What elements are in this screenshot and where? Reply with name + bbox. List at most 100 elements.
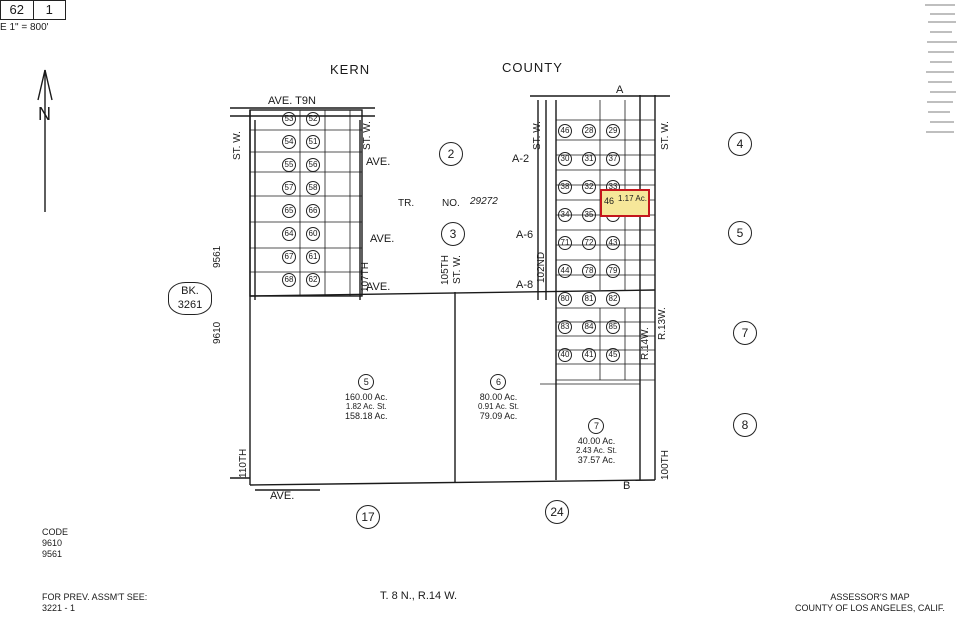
block-circle-5: 5 xyxy=(728,221,752,245)
parcel-number-46: 46 xyxy=(558,124,572,138)
block-circle-24: 24 xyxy=(545,500,569,524)
parcel-5-num: 5 xyxy=(358,374,375,390)
highlighted-parcel[interactable]: 46 1.17 Ac. xyxy=(600,189,650,217)
parcel-number-32: 32 xyxy=(582,180,596,194)
book-label: BK. xyxy=(181,285,199,297)
street-105th-sw: ST. W. xyxy=(452,255,463,284)
parcel-number-35: 35 xyxy=(582,208,596,222)
parcel-number-31: 31 xyxy=(582,152,596,166)
street-st-w-left-inner: ST. W. xyxy=(362,121,373,150)
range-r13w: R.13W. xyxy=(657,307,668,340)
north-arrow-head xyxy=(37,69,53,101)
book-number: 3261 xyxy=(177,299,203,311)
highlighted-parcel-acres: 1.17 Ac. xyxy=(618,194,647,203)
left-code-top: 9561 xyxy=(212,245,223,268)
parcel-number-44: 44 xyxy=(558,264,572,278)
street-110th: 110TH xyxy=(238,448,249,478)
street-107th: 107TH xyxy=(360,261,371,292)
section-letter-a: A xyxy=(616,84,624,96)
section-a2: A-2 xyxy=(512,153,530,165)
parcel-number-83: 83 xyxy=(558,320,572,334)
code-9610: 9610 xyxy=(42,538,63,548)
block-circle-17: 17 xyxy=(356,505,380,529)
sheet-number-box: 62 1 xyxy=(0,0,66,20)
block-circle-4: 4 xyxy=(728,132,752,156)
parcel-number-72: 72 xyxy=(582,236,596,250)
street-st-w-far-right: ST. W. xyxy=(660,121,671,150)
assessor-line2: COUNTY OF LOS ANGELES, CALIF. xyxy=(795,603,945,613)
parcel-number-28: 28 xyxy=(582,124,596,138)
parcel-number-37: 37 xyxy=(606,152,620,166)
assessor-title: ASSESSOR'S MAP COUNTY OF LOS ANGELES, CA… xyxy=(790,592,950,614)
street-ave-mid: AVE. xyxy=(366,156,391,168)
parcel-number-85: 85 xyxy=(606,320,620,334)
parcel-number-58: 58 xyxy=(306,181,320,195)
code-title: CODE xyxy=(42,527,69,537)
parcel-number-34: 34 xyxy=(558,208,572,222)
parcel-number-53: 53 xyxy=(282,112,296,126)
parcel-number-38: 38 xyxy=(558,180,572,194)
parcel-7-acres: 40.00 Ac. xyxy=(577,436,616,446)
assessor-line1: ASSESSOR'S MAP xyxy=(830,592,910,602)
parcel-number-56: 56 xyxy=(306,158,320,172)
range-r14w: R.14W. xyxy=(640,327,651,360)
street-ave-bottom: AVE. xyxy=(366,281,391,293)
parcel-number-57: 57 xyxy=(282,181,296,195)
parcel-6: 6 80.00 Ac. 0.91 Ac. St. 79.09 Ac. xyxy=(478,374,519,421)
parcel-6-num: 6 xyxy=(490,374,507,390)
parcel-7: 7 40.00 Ac. 2.43 Ac. St. 37.57 Ac. xyxy=(576,418,617,465)
parcel-number-52: 52 xyxy=(306,112,320,126)
block-circle-8: 8 xyxy=(733,413,757,437)
section-a6: A-6 xyxy=(516,229,534,241)
street-105th: 105TH xyxy=(440,254,451,285)
parcel-number-41: 41 xyxy=(582,348,596,362)
parcel-number-67: 67 xyxy=(282,250,296,264)
south-road xyxy=(249,479,656,486)
parcel-number-62: 62 xyxy=(306,273,320,287)
left-code-bottom: 9610 xyxy=(212,321,223,344)
parcel-5-net: 158.18 Ac. xyxy=(345,411,388,421)
block-circle-2: 2 xyxy=(439,142,463,166)
parcel-number-65: 65 xyxy=(282,204,296,218)
code-9561: 9561 xyxy=(42,549,63,559)
county-label-left: KERN xyxy=(330,62,371,77)
parcel-number-60: 60 xyxy=(306,227,320,241)
parcel-number-43: 43 xyxy=(606,236,620,250)
parcel-number-71: 71 xyxy=(558,236,572,250)
parcel-number-61: 61 xyxy=(306,250,320,264)
highlighted-parcel-num: 46 xyxy=(604,196,615,206)
parcel-number-82: 82 xyxy=(606,292,620,306)
street-ave-south: AVE. xyxy=(270,490,295,502)
tract-no-label: NO. xyxy=(442,198,460,209)
section-letter-b: B xyxy=(623,480,631,492)
parcel-number-84: 84 xyxy=(582,320,596,334)
block-circle-3: 3 xyxy=(441,222,465,246)
parcel-number-80: 80 xyxy=(558,292,572,306)
street-st-w-left: ST. W. xyxy=(232,131,243,160)
parcel-number-66: 66 xyxy=(306,204,320,218)
parcel-7-num: 7 xyxy=(588,418,605,434)
section-a8: A-8 xyxy=(516,279,534,291)
parcel-6-acres: 80.00 Ac. xyxy=(479,392,518,402)
book-reference: BK. 3261 xyxy=(168,282,212,315)
parcel-number-81: 81 xyxy=(582,292,596,306)
street-st-w-right: ST. W. xyxy=(532,121,543,150)
prev-assmt-line2: 3221 - 1 xyxy=(42,603,76,613)
parcel-6-net: 79.09 Ac. xyxy=(479,411,518,421)
prev-assmt-line1: FOR PREV. ASSM'T SEE: xyxy=(42,592,148,602)
block-circle-7: 7 xyxy=(733,321,757,345)
township-range: T. 8 N., R.14 W. xyxy=(380,590,458,602)
previous-assessment: FOR PREV. ASSM'T SEE: 3221 - 1 xyxy=(42,592,147,614)
county-label-right: COUNTY xyxy=(502,60,563,75)
parcel-number-29: 29 xyxy=(606,124,620,138)
sheet-page: 1 xyxy=(32,1,66,19)
parcel-number-68: 68 xyxy=(282,273,296,287)
parcel-6-gross: 0.91 Ac. St. xyxy=(478,402,519,411)
map-scale: E 1" = 800' xyxy=(0,22,49,33)
parcel-number-79: 79 xyxy=(606,264,620,278)
parcel-number-54: 54 xyxy=(282,135,296,149)
parcel-number-51: 51 xyxy=(306,135,320,149)
parcel-number-64: 64 xyxy=(282,227,296,241)
north-label: N xyxy=(38,104,51,124)
